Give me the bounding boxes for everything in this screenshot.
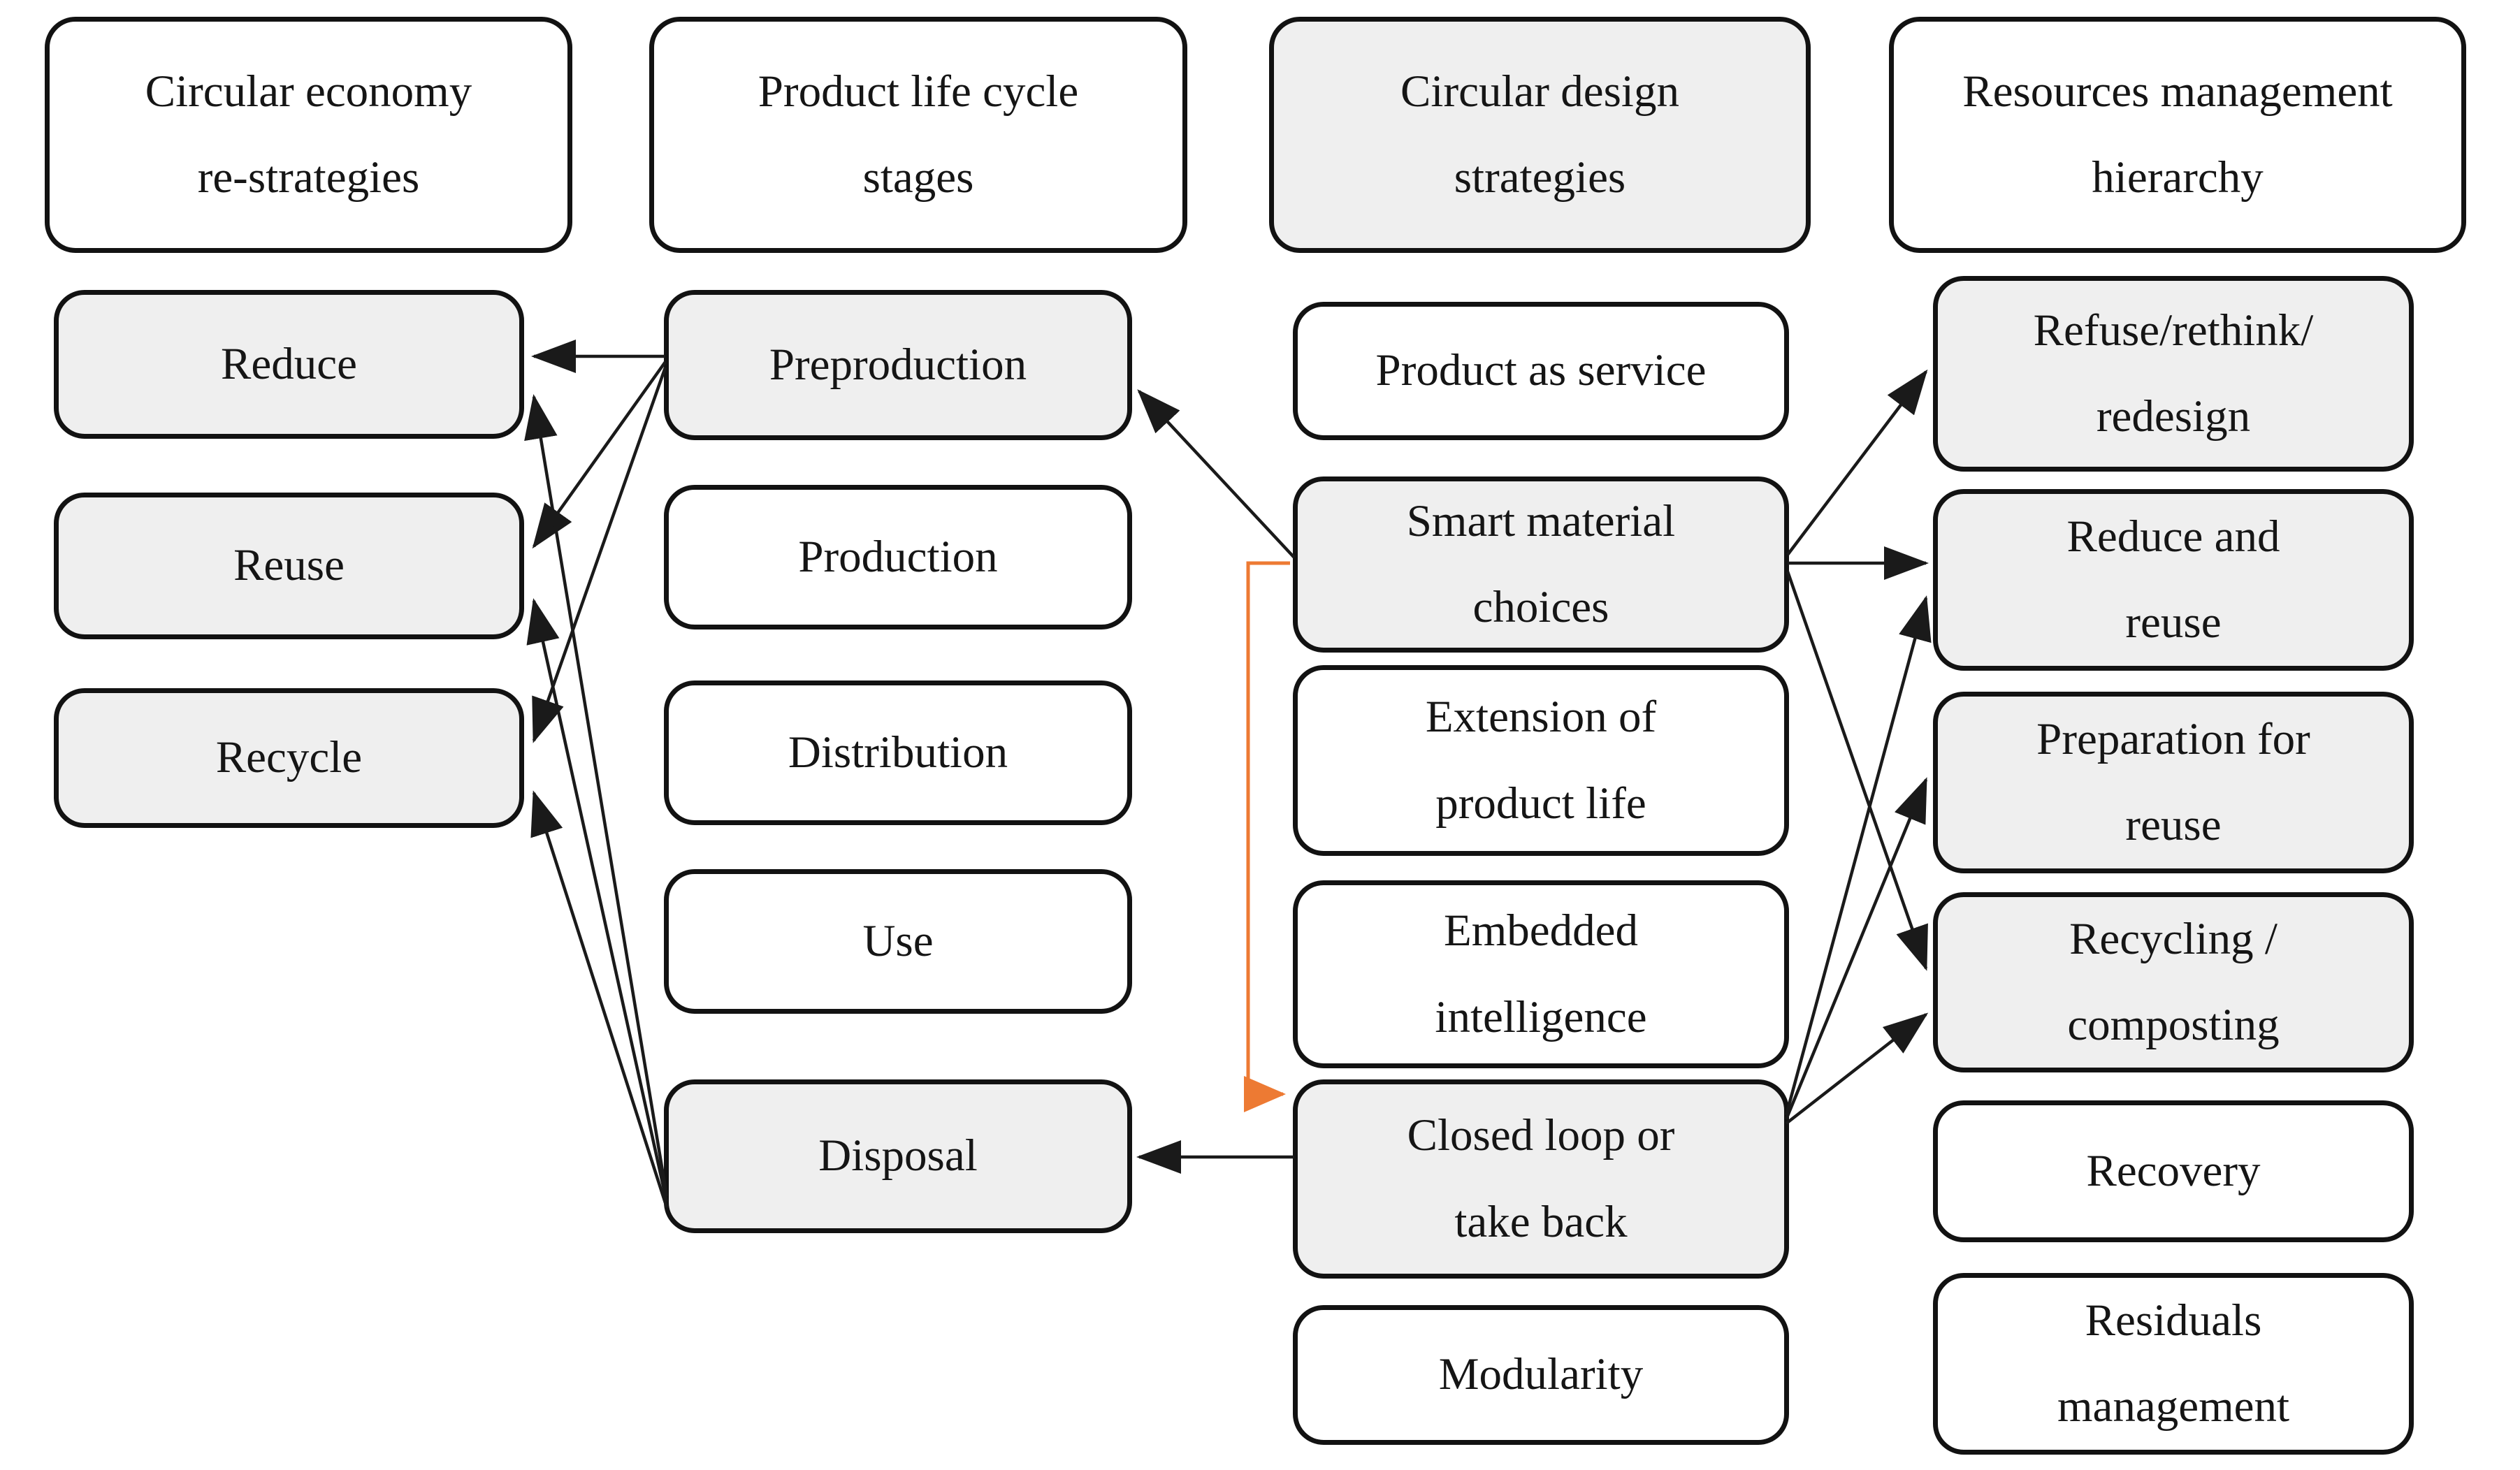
- arrow-smart_material-to-recycling_composting: [1786, 571, 1928, 971]
- arrow-smart_material-to-preproduction: [1137, 389, 1296, 559]
- arrow-smart_material-to-closed_loop-orange: [1244, 561, 1290, 1112]
- node-label: Use: [862, 915, 934, 966]
- node-label: Reduce: [221, 338, 357, 389]
- node-label: Recycling / composting: [2067, 913, 2280, 1051]
- node-closed-loop-or-take-back: Closed loop or take back: [1293, 1079, 1789, 1279]
- arrow-closed_loop-to-recycling_composting: [1785, 1012, 1929, 1125]
- arrow-preproduction-to-reuse: [532, 361, 667, 549]
- node-label: Closed loop or take back: [1407, 1110, 1675, 1247]
- node-refuse-rethink-redesign: Refuse/rethink/ redesign: [1933, 276, 2414, 472]
- node-label: Preparation for reuse: [2036, 713, 2310, 851]
- arrow-closed_loop-to-reduce_reuse: [1784, 595, 1932, 1116]
- column-header-circular-economy-re-strategies: Circular economy re-strategies: [45, 17, 572, 253]
- node-smart-material-choices: Smart material choices: [1293, 476, 1789, 653]
- arrow-disposal-to-reuse: [526, 598, 669, 1202]
- node-reduce: Reduce: [54, 290, 524, 439]
- node-extension-of-product-life: Extension of product life: [1293, 665, 1789, 856]
- node-label: Recovery: [2086, 1145, 2261, 1196]
- node-label: Refuse/rethink/ redesign: [2033, 305, 2314, 442]
- arrow-smart_material-to-refuse_rethink: [1786, 369, 1928, 556]
- node-embedded-intelligence: Embedded intelligence: [1293, 880, 1789, 1068]
- node-label: Product as service: [1375, 345, 1707, 396]
- node-label: Production: [798, 531, 998, 582]
- node-production: Production: [664, 485, 1132, 630]
- arrow-preproduction-to-recycle: [532, 367, 667, 743]
- node-label: Modularity: [1438, 1349, 1644, 1400]
- node-use: Use: [664, 869, 1132, 1014]
- node-disposal: Disposal: [664, 1079, 1132, 1233]
- node-modularity: Modularity: [1293, 1305, 1789, 1445]
- node-recycle: Recycle: [54, 688, 524, 828]
- node-label: Extension of product life: [1425, 692, 1657, 829]
- column-header-label: Resources management hierarchy: [1962, 66, 2393, 203]
- column-header-label: Product life cycle stages: [758, 66, 1079, 203]
- node-preproduction: Preproduction: [664, 290, 1132, 440]
- node-distribution: Distribution: [664, 681, 1132, 825]
- node-label: Smart material choices: [1406, 495, 1676, 633]
- node-product-as-service: Product as service: [1293, 302, 1789, 440]
- node-label: Preproduction: [769, 339, 1027, 390]
- node-label: Reduce and reuse: [2066, 511, 2280, 648]
- node-label: Distribution: [788, 727, 1008, 778]
- node-residuals-management: Residuals management: [1933, 1273, 2414, 1455]
- node-reduce-and-reuse: Reduce and reuse: [1933, 489, 2414, 671]
- column-header-label: Circular design strategies: [1400, 66, 1679, 203]
- arrow-closed_loop-to-prep_reuse: [1784, 777, 1928, 1120]
- node-label: Disposal: [818, 1130, 978, 1181]
- arrow-disposal-to-recycle: [530, 790, 669, 1208]
- column-header-label: Circular economy re-strategies: [145, 66, 472, 203]
- node-label: Reuse: [233, 540, 345, 591]
- column-header-product-life-cycle-stages: Product life cycle stages: [649, 17, 1187, 253]
- node-reuse: Reuse: [54, 493, 524, 639]
- column-header-circular-design-strategies: Circular design strategies: [1269, 17, 1811, 253]
- node-preparation-for-reuse: Preparation for reuse: [1933, 692, 2414, 873]
- node-label: Residuals management: [2057, 1295, 2290, 1432]
- arrow-disposal-to-reduce: [524, 394, 669, 1197]
- node-label: Recycle: [215, 732, 363, 783]
- node-recycling-composting: Recycling / composting: [1933, 892, 2414, 1072]
- column-header-resources-management-hierarchy: Resources management hierarchy: [1889, 17, 2466, 253]
- node-label: Embedded intelligence: [1435, 905, 1647, 1042]
- node-recovery: Recovery: [1933, 1100, 2414, 1242]
